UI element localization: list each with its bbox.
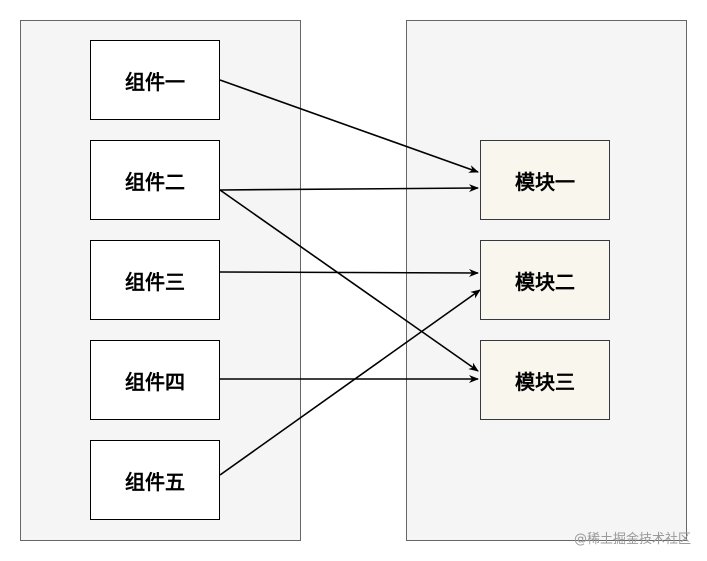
arrow-c2-to-m1 <box>219 184 479 193</box>
module-box-3: 模块三 <box>480 340 610 420</box>
component-label: 组件三 <box>125 269 185 294</box>
module-box-2: 模块二 <box>480 240 610 320</box>
module-box-1: 模块一 <box>480 140 610 220</box>
component-label: 组件二 <box>125 169 185 194</box>
component-box-3: 组件三 <box>90 240 220 320</box>
component-box-5: 组件五 <box>90 440 220 520</box>
module-label: 模块二 <box>515 269 575 294</box>
component-box-2: 组件二 <box>90 140 220 220</box>
arrow-c1-to-m1 <box>219 79 479 173</box>
module-label: 模块三 <box>515 369 575 394</box>
component-box-1: 组件一 <box>90 40 220 120</box>
component-label: 组件四 <box>125 369 185 394</box>
arrow-c2-to-m3 <box>219 189 479 372</box>
arrow-c5-to-m2 <box>219 289 481 476</box>
component-box-4: 组件四 <box>90 340 220 420</box>
arrow-c3-to-m2 <box>219 268 479 277</box>
component-label: 组件五 <box>125 469 185 494</box>
watermark-text: @稀土掘金技术社区 <box>573 532 691 547</box>
module-label: 模块一 <box>515 169 575 194</box>
component-label: 组件一 <box>125 69 185 94</box>
